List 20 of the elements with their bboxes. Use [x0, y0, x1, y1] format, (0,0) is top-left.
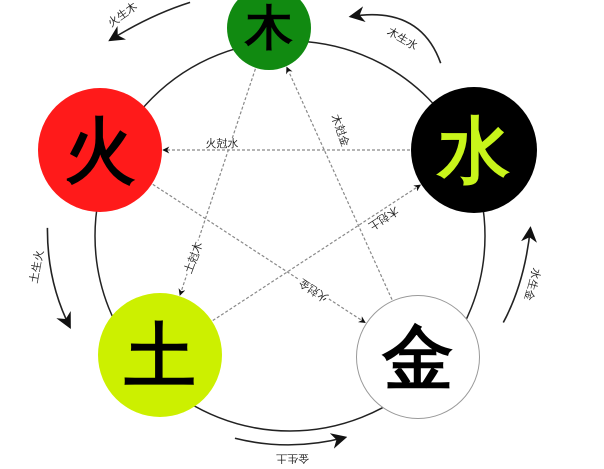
element-character: 火 — [64, 114, 136, 186]
element-character: 金 — [382, 322, 454, 392]
dashed-arrow — [162, 146, 410, 154]
curved-arrow — [348, 6, 442, 64]
dashed-arrow — [286, 66, 393, 300]
element-character: 土 — [124, 320, 196, 390]
curved-arrow — [46, 228, 72, 329]
element-character: 木 — [245, 4, 293, 52]
curved-arrow — [108, 2, 190, 42]
curved-arrow — [502, 226, 537, 323]
element-character: 水 — [438, 114, 510, 186]
edge-label: 木尅金 — [328, 112, 352, 148]
curved-arrow — [234, 432, 348, 448]
dashed-arrow — [212, 184, 421, 322]
edge-label: 水生金 — [522, 266, 542, 302]
edge-label: 金生土 — [274, 452, 310, 464]
edge-label: 木尅土 — [365, 204, 401, 232]
edge-label: 土尅木 — [182, 238, 204, 276]
edge-label: 火尅水 — [204, 138, 240, 148]
dashed-arrow — [152, 184, 366, 324]
